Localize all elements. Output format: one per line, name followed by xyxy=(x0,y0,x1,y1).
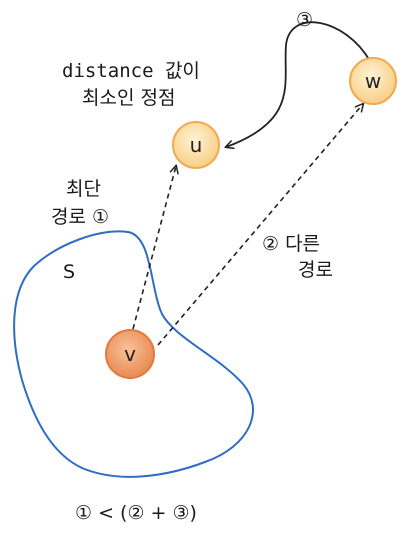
path-three-curve xyxy=(226,21,371,147)
other-path-arrow xyxy=(157,104,363,346)
node-v-label: v xyxy=(124,342,136,366)
set-s-label: S xyxy=(63,261,75,283)
node-w: w xyxy=(349,57,397,105)
node-u: u xyxy=(172,121,220,169)
node-v: v xyxy=(105,329,155,379)
distance-label-line2: 최소인 정점 xyxy=(82,87,175,109)
distance-label-line1: distance 값이 xyxy=(62,60,200,82)
shortest-path-arrow xyxy=(132,166,176,330)
inequality-label: ① < (② + ③) xyxy=(75,502,197,524)
shortest-path-label-line2: 경로 ① xyxy=(51,206,109,228)
other-path-label-line1: ② 다른 xyxy=(262,233,320,255)
node-u-label: u xyxy=(190,133,203,157)
path-three-label: ③ xyxy=(296,9,313,31)
shortest-path-label-line1: 최단 xyxy=(66,178,101,200)
node-w-label: w xyxy=(365,69,381,93)
set-s-region xyxy=(13,230,254,478)
other-path-label-line2: 경로 xyxy=(298,259,333,281)
